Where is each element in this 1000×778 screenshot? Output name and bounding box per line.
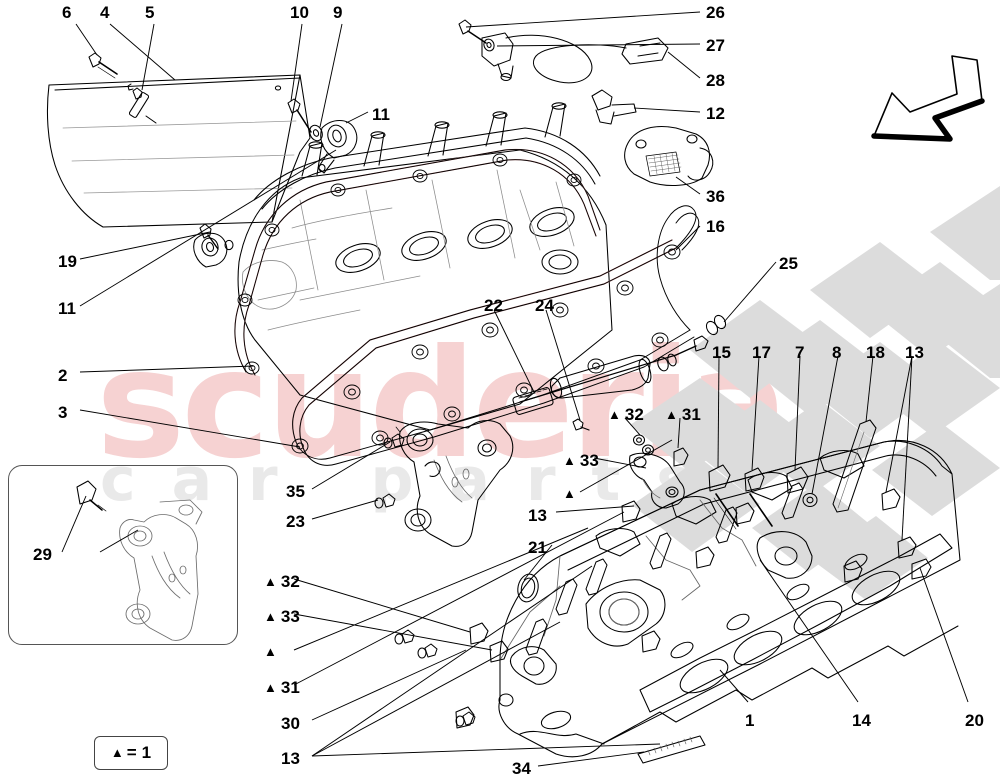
callout-c31b: 31 (264, 679, 300, 696)
legend-box: ▲ = 1 (94, 736, 168, 770)
callout-c12: 12 (706, 104, 725, 123)
callout-c35: 35 (286, 482, 305, 501)
callout-c31a: 31 (665, 406, 701, 423)
callout-c29: 29 (33, 545, 52, 564)
callout-c33a: 33 (563, 452, 599, 469)
callout-c36: 36 (706, 187, 725, 206)
legend-equals: = (126, 743, 137, 762)
callout-c8: 8 (832, 343, 842, 362)
inset-detail-panel (8, 465, 238, 645)
legend-value: 1 (141, 743, 152, 762)
callout-c19: 19 (58, 252, 77, 271)
callout-c13c: 13 (281, 749, 300, 768)
callout-c1: 1 (745, 711, 755, 730)
callout-c25: 25 (779, 254, 798, 273)
callout-c28: 28 (706, 71, 725, 90)
callout-c10: 10 (290, 3, 309, 22)
callout-c21: 21 (528, 538, 547, 557)
callout-c23: 23 (286, 512, 305, 531)
callout-c33b: 33 (264, 608, 300, 625)
callout-c2: 2 (58, 366, 68, 385)
callout-c11b: 11 (58, 299, 76, 318)
callout-c22: 22 (484, 296, 503, 315)
callout-c16: 16 (706, 217, 725, 236)
callout-c9: 9 (333, 3, 343, 22)
callout-c18: 18 (866, 343, 885, 362)
callout-c34: 34 (512, 759, 531, 778)
callout-c20: 20 (965, 711, 984, 730)
callout-c30: 30 (281, 714, 300, 733)
callout-c32b: 32 (264, 573, 300, 590)
callout-c7: 7 (795, 343, 805, 362)
callout-c4: 4 (100, 3, 110, 22)
callout-c13b: 13 (528, 506, 547, 525)
callout-c11a: 11 (372, 105, 390, 124)
callout-ctr2: ▲ (264, 644, 277, 659)
callout-c32a: 32 (608, 406, 644, 423)
callout-c26: 26 (706, 3, 725, 22)
callout-c15: 15 (712, 343, 731, 362)
legend-triangle-icon: ▲ (110, 744, 124, 760)
callout-c6: 6 (62, 3, 72, 22)
callout-c5: 5 (145, 3, 155, 22)
callout-c13a: 13 (905, 343, 924, 362)
callout-ctr1: ▲ (563, 486, 576, 501)
callout-c27: 27 (706, 36, 725, 55)
callout-c14: 14 (852, 711, 871, 730)
callout-c3: 3 (58, 403, 68, 422)
callout-c24: 24 (535, 296, 554, 315)
callout-c17: 17 (752, 343, 771, 362)
